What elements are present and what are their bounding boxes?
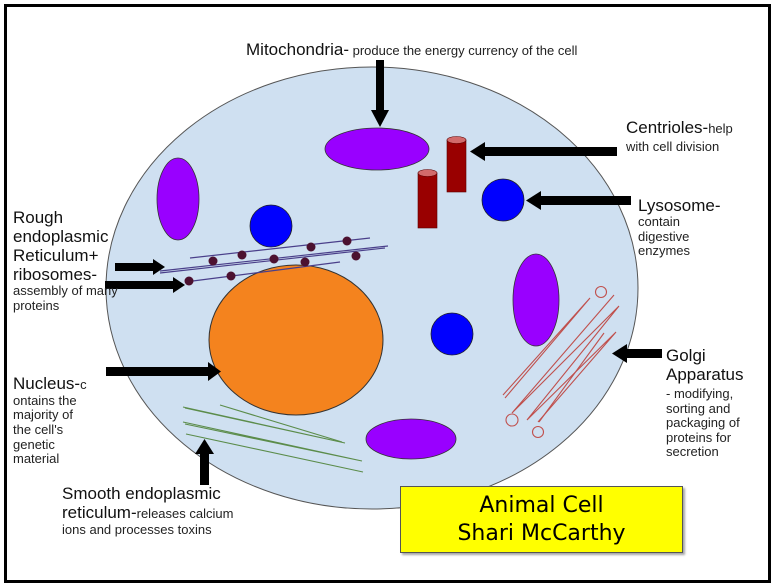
rough-er-name-3: Reticulum+ xyxy=(13,246,99,266)
arrow-mitochondria xyxy=(371,60,389,127)
nucleus-desc-3: the cell's xyxy=(13,422,64,437)
lysosome-desc-3: enzymes xyxy=(638,243,691,259)
arrow-nucleus xyxy=(106,362,221,381)
rough-er-name-4: ribosomes- xyxy=(13,265,98,285)
rough-er-name-1: Rough xyxy=(13,208,64,227)
smooth-er xyxy=(182,404,364,473)
label-lysosome: Lysosome- contain digestive enzymes xyxy=(638,196,721,259)
label-nucleus: Nucleus-c ontains the majority of the ce… xyxy=(13,374,87,467)
smooth-er-desc-inline: releases calcium xyxy=(136,506,234,522)
lysosome-desc-2: digestive xyxy=(638,228,690,244)
mitochondrion-left xyxy=(156,157,200,241)
rough-er-desc-2: proteins xyxy=(13,297,60,313)
title-box: Animal Cell Shari McCarthy xyxy=(400,486,683,553)
centrioles-desc-inline: help xyxy=(708,121,733,136)
lysosome-3 xyxy=(430,312,474,356)
lysosome-2 xyxy=(481,178,525,222)
label-smooth-er: Smooth endoplasmic reticulum-releases ca… xyxy=(62,484,233,537)
golgi-desc-3: packaging of xyxy=(666,415,740,431)
golgi-name-2: Apparatus xyxy=(666,365,744,385)
golgi-name-1: Golgi xyxy=(666,346,706,365)
centriole-1 xyxy=(446,136,467,193)
label-rough-er: Rough endoplasmic Reticulum+ ribosomes- … xyxy=(13,208,118,313)
nucleus xyxy=(208,264,384,416)
centrioles-name: Centrioles- xyxy=(626,118,709,137)
rough-er-name-2: endoplasmic xyxy=(13,227,109,247)
centrioles-desc: with cell division xyxy=(626,138,720,154)
label-mitochondria: Mitochondria- produce the energy currenc… xyxy=(246,40,577,60)
smooth-er-desc: ions and processes toxins xyxy=(62,521,212,537)
label-golgi: Golgi Apparatus - modifying, sorting and… xyxy=(666,346,744,460)
arrow-lysosome xyxy=(526,191,631,210)
nucleus-desc-4: genetic xyxy=(13,436,55,452)
smooth-er-name-2: reticulum- xyxy=(62,503,137,523)
mitochondrion-top xyxy=(324,127,430,171)
lysosome-desc-1: contain xyxy=(638,214,680,230)
mitochondria-desc: produce the energy currency of the cell xyxy=(349,43,578,58)
golgi-desc-1: - modifying, xyxy=(666,386,734,402)
title-line-2: Shari McCarthy xyxy=(457,520,626,546)
centriole-2 xyxy=(417,169,438,229)
smooth-er-name-1: Smooth endoplasmic xyxy=(62,484,221,503)
mitochondria-name: Mitochondria- xyxy=(246,40,349,59)
nucleus-desc-5: material xyxy=(13,451,60,467)
arrow-centrioles xyxy=(470,142,617,161)
label-centrioles: Centrioles-help with cell division xyxy=(626,118,733,156)
nucleus-name: Nucleus- xyxy=(13,374,81,393)
rough-er-desc-1: assembly of many xyxy=(13,283,118,299)
golgi-desc-4: proteins for xyxy=(666,429,732,445)
nucleus-desc-inline: c xyxy=(80,377,87,392)
arrow-ribosomes xyxy=(105,277,185,293)
golgi-desc-5: secretion xyxy=(666,444,719,460)
mitochondrion-right xyxy=(512,253,560,347)
ribosomes xyxy=(184,236,361,286)
arrow-rough-er xyxy=(115,259,165,275)
lysosome-name: Lysosome- xyxy=(638,196,721,215)
slide-frame xyxy=(4,4,771,583)
mitochondrion-bottom xyxy=(365,418,457,460)
nucleus-desc-1: ontains the xyxy=(13,392,77,408)
golgi-desc-2: sorting and xyxy=(666,400,731,416)
title-line-1: Animal Cell xyxy=(479,493,604,518)
arrows xyxy=(105,60,662,485)
arrow-golgi xyxy=(612,344,662,363)
golgi-apparatus xyxy=(502,285,620,439)
lysosome-1 xyxy=(249,204,293,248)
arrow-smooth-er xyxy=(195,439,214,485)
nucleus-desc-2: majority of xyxy=(13,407,73,423)
